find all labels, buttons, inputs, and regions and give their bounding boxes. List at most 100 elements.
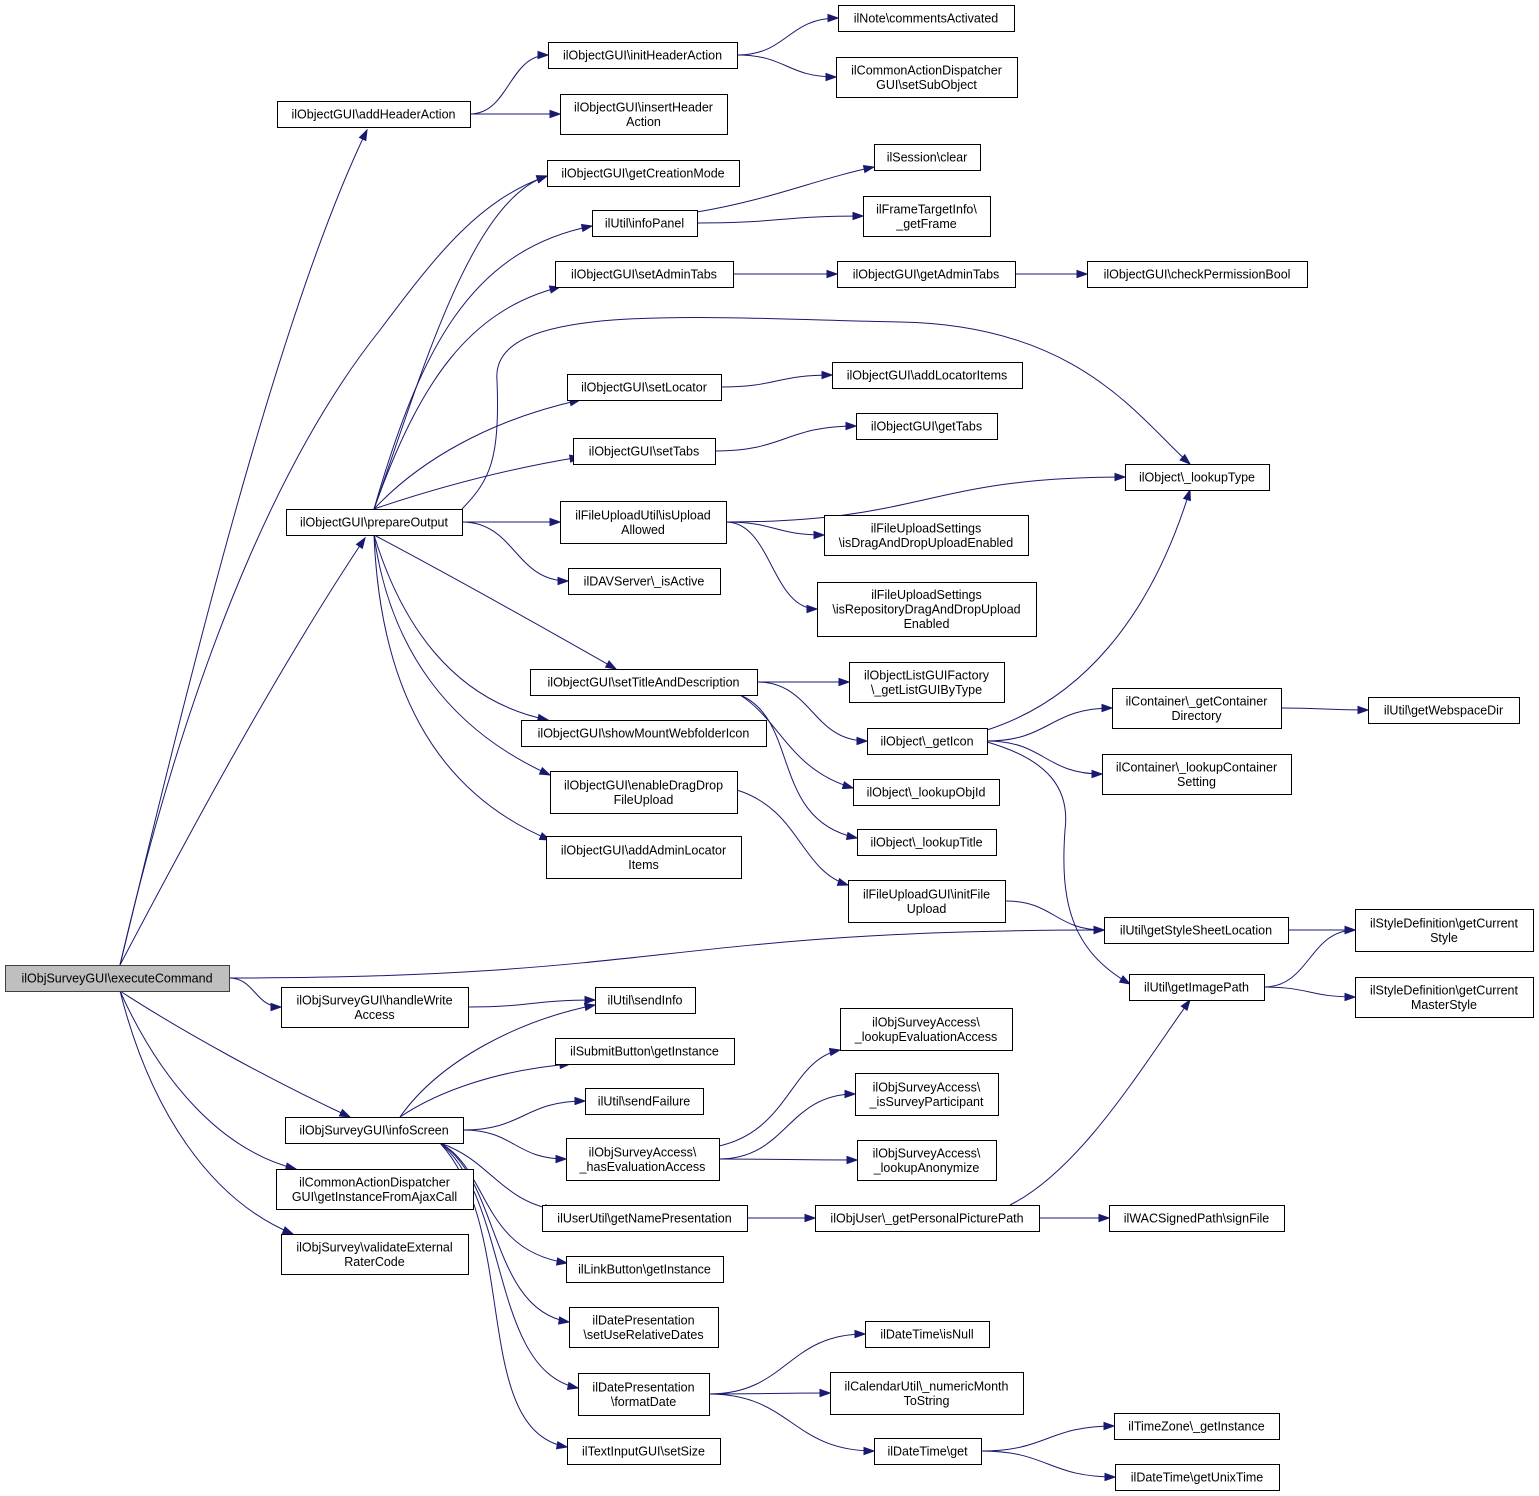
node-n0[interactable]: ilObjSurveyGUI\executeCommand [5,965,230,992]
node-n10[interactable]: ilObjectGUI\setAdminTabs [555,261,734,288]
node-n41[interactable]: ilSubmitButton\getInstance [555,1038,735,1065]
node-n24[interactable]: ilObjectListGUIFactory\_getListGUIByType [849,662,1005,703]
node-n3[interactable]: ilNote\commentsActivated [838,5,1015,32]
arrowhead-n46-n44 [844,1089,857,1099]
node-n44[interactable]: ilObjSurveyAccess\_isSurveyParticipant [855,1073,999,1116]
node-label: ilCommonActionDispatcher [299,1175,450,1189]
node-n28[interactable]: ilObject\_getIcon [867,728,988,755]
arrowhead-n18-n6 [535,175,549,184]
node-box [1104,917,1289,944]
node-n15[interactable]: ilObjectGUI\getTabs [856,413,998,440]
arrowhead-n23-n24 [838,677,851,687]
node-label: Allowed [621,523,665,537]
node-n45[interactable]: ilObjSurveyGUI\infoScreen [285,1117,464,1144]
node-label: _isSurveyParticipant [869,1095,984,1109]
edge-n19-n20 [725,521,825,536]
node-n23[interactable]: ilObjectGUI\setTitleAndDescription [530,669,758,696]
node-n1[interactable]: ilObjectGUI\addHeaderAction [277,101,471,128]
node-label: MasterStyle [1411,998,1477,1012]
node-n18[interactable]: ilObjectGUI\prepareOutput [286,509,463,536]
node-n26[interactable]: ilUtil\getWebspaceDir [1368,697,1520,724]
node-n46[interactable]: ilObjSurveyAccess\_hasEvaluationAccess [566,1138,720,1181]
node-label: ilObjectGUI\addHeaderAction [292,108,456,122]
node-label: ilObjSurveyGUI\infoScreen [299,1124,448,1138]
node-n56[interactable]: ilDatePresentation\formatDate [578,1373,710,1416]
node-n47[interactable]: ilObjSurveyAccess\_lookupAnonymize [857,1140,997,1181]
node-box [849,662,1005,703]
edge-n37-n36 [1263,929,1356,988]
node-n21[interactable]: ilDAVServer\_isActive [568,568,721,595]
edge-n45-n54 [439,1142,570,1323]
node-box [824,515,1029,556]
node-n42[interactable]: ilObjSurveyAccess\_lookupEvaluationAcces… [840,1008,1013,1051]
node-box [1125,464,1270,491]
node-n12[interactable]: ilObjectGUI\checkPermissionBool [1087,261,1308,288]
node-n43[interactable]: ilUtil\sendFailure [585,1088,704,1115]
node-label: ilObjectListGUIFactory [864,668,990,682]
node-n58[interactable]: ilTimeZone\_getInstance [1114,1413,1280,1440]
edge-n56-n57 [708,1392,831,1395]
node-n37[interactable]: ilUtil\getImagePath [1129,974,1265,1001]
edges-layer [119,13,1370,1482]
node-n14[interactable]: ilObjectGUI\addLocatorItems [832,362,1023,389]
node-n59[interactable]: ilTextInputGUI\setSize [567,1438,721,1465]
node-n55[interactable]: ilDateTime\isNull [865,1321,990,1348]
edge-n1-n2 [469,54,549,115]
node-label: ilObjectGUI\getCreationMode [561,167,724,181]
node-n11[interactable]: ilObjectGUI\getAdminTabs [837,261,1016,288]
node-n9[interactable]: ilFrameTargetInfo\_getFrame [863,196,991,237]
node-label: ToString [904,1394,950,1408]
node-n60[interactable]: ilDateTime\get [874,1438,982,1465]
node-n50[interactable]: ilObjUser\_getPersonalPicturePath [815,1205,1040,1232]
node-n7[interactable]: ilSession\clear [874,144,981,171]
node-n40[interactable]: ilUtil\sendInfo [595,987,696,1014]
node-label: \_getListGUIByType [871,683,982,697]
node-n32[interactable]: ilObject\_lookupTitle [857,829,997,856]
edge-n8-n9 [696,215,864,224]
node-n35[interactable]: ilUtil\getStyleSheetLocation [1104,917,1289,944]
node-n20[interactable]: ilFileUploadSettings\isDragAndDropUpload… [824,515,1029,556]
node-n48[interactable]: ilCommonActionDispatcherGUI\getInstanceF… [276,1169,474,1210]
node-label: ilUtil\getWebspaceDir [1384,704,1503,718]
arrowhead-n28-n25 [1101,703,1114,713]
node-n13[interactable]: ilObjectGUI\setLocator [567,374,722,401]
node-label: ilObjectGUI\setTitleAndDescription [548,676,740,690]
node-n54[interactable]: ilDatePresentation\setUseRelativeDates [569,1307,719,1348]
node-n22[interactable]: ilFileUploadSettings\isRepositoryDragAnd… [817,582,1037,637]
node-n61[interactable]: ilDateTime\getUnixTime [1115,1464,1280,1491]
node-n53[interactable]: ilLinkButton\getInstance [566,1256,724,1283]
node-n8[interactable]: ilUtil\infoPanel [592,210,698,237]
node-label: ilWACSignedPath\signFile [1124,1212,1269,1226]
node-label: ilUtil\getImagePath [1144,981,1249,995]
node-label: ilLinkButton\getInstance [578,1263,711,1277]
arrowhead-n49-n50 [804,1213,817,1223]
node-box [277,101,471,128]
edge-n45-n41 [399,1063,571,1118]
node-box [530,669,758,696]
node-n6[interactable]: ilObjectGUI\getCreationMode [547,160,740,187]
node-n49[interactable]: ilUserUtil\getNamePresentation [542,1205,748,1232]
node-n16[interactable]: ilObjectGUI\setTabs [573,438,716,465]
node-n17[interactable]: ilObject\_lookupType [1125,464,1270,491]
node-n27[interactable]: ilObjectGUI\showMountWebfolderIcon [521,720,767,747]
node-label: ilObject\_lookupType [1139,471,1255,485]
node-box [547,160,740,187]
node-n51[interactable]: ilWACSignedPath\signFile [1109,1205,1285,1232]
edge-n16-n15 [714,425,857,452]
arrowhead-n0-n1 [358,128,368,142]
node-n2[interactable]: ilObjectGUI\initHeaderAction [548,42,738,69]
node-n31[interactable]: ilObject\_lookupObjId [853,779,1000,806]
